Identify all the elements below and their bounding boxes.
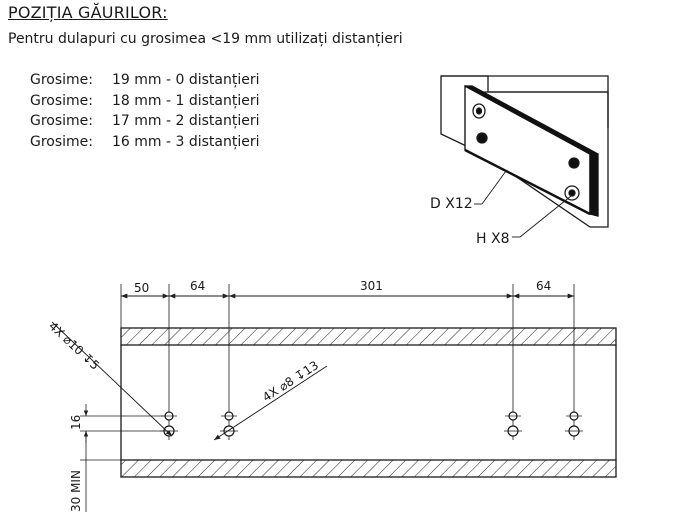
leader-large-holes: [51, 321, 173, 437]
bottom-hatched-band: [120, 459, 617, 478]
callout-h-label: H X8: [476, 231, 509, 247]
plate-hole-bottom-center: [568, 189, 576, 197]
thickness-label: Grosime:: [30, 72, 94, 88]
plate-hole-top-center: [475, 107, 483, 115]
detail-frame: [440, 75, 609, 228]
dim-text-50: 50: [134, 281, 149, 295]
thickness-row: Grosime: 18 mm - 1 distanțieri: [30, 91, 260, 112]
thickness-value: 17 mm - 2 distanțieri: [112, 113, 260, 129]
thickness-table: Grosime: 19 mm - 0 distanțieri Grosime: …: [30, 70, 260, 152]
dim-text-30-min: 30 MIN: [69, 470, 83, 512]
left-dimensions: [80, 404, 165, 512]
thickness-value: 18 mm - 1 distanțieri: [112, 92, 260, 109]
leader-h: [519, 195, 572, 238]
thickness-row: Grosime: 19 mm - 0 distanțieri: [30, 70, 260, 91]
spacer-instruction: Pentru dulapuri cu grosimea <19 mm utili…: [8, 31, 403, 47]
dim-text-64-right: 64: [536, 279, 551, 293]
page-heading: POZIȚIA GĂURILOR:: [8, 3, 168, 22]
top-hatched-band: [120, 327, 617, 346]
plate-hole-bottom: [564, 185, 580, 201]
callout-d-label: D X12: [430, 196, 473, 212]
leader-d: [481, 170, 507, 205]
cabinet-edge-inner: [483, 91, 609, 128]
thickness-label: Grosime:: [30, 133, 94, 150]
dim-text-64-left: 64: [190, 279, 205, 293]
thickness-label: Grosime:: [30, 113, 94, 129]
dim-text-16: 16: [69, 415, 83, 430]
extension-lines: [120, 284, 575, 440]
thickness-row: Grosime: 17 mm - 2 distanțieri: [30, 111, 260, 132]
thickness-row: Grosime: 16 mm - 3 distanțieri: [30, 132, 260, 153]
plate-hole-right: [568, 157, 580, 169]
plate-hole-top: [472, 103, 486, 119]
thickness-value: 19 mm - 0 distanțieri: [112, 72, 260, 88]
plate-bottom-edge: [464, 148, 591, 216]
hinge-detail-view: [440, 75, 609, 238]
thickness-label: Grosime:: [30, 92, 94, 109]
dim-text-301: 301: [360, 279, 383, 293]
plate-hole-mid: [476, 132, 488, 144]
note-small-holes: 4X ⌀8 ↧13: [260, 358, 321, 404]
note-large-holes: 4X ⌀10 ↧5: [46, 319, 102, 373]
thickness-value: 16 mm - 3 distanțieri: [112, 133, 260, 150]
board-section: [120, 327, 617, 478]
hole-centerlines: [160, 415, 583, 432]
leader-small-holes: [213, 365, 328, 441]
